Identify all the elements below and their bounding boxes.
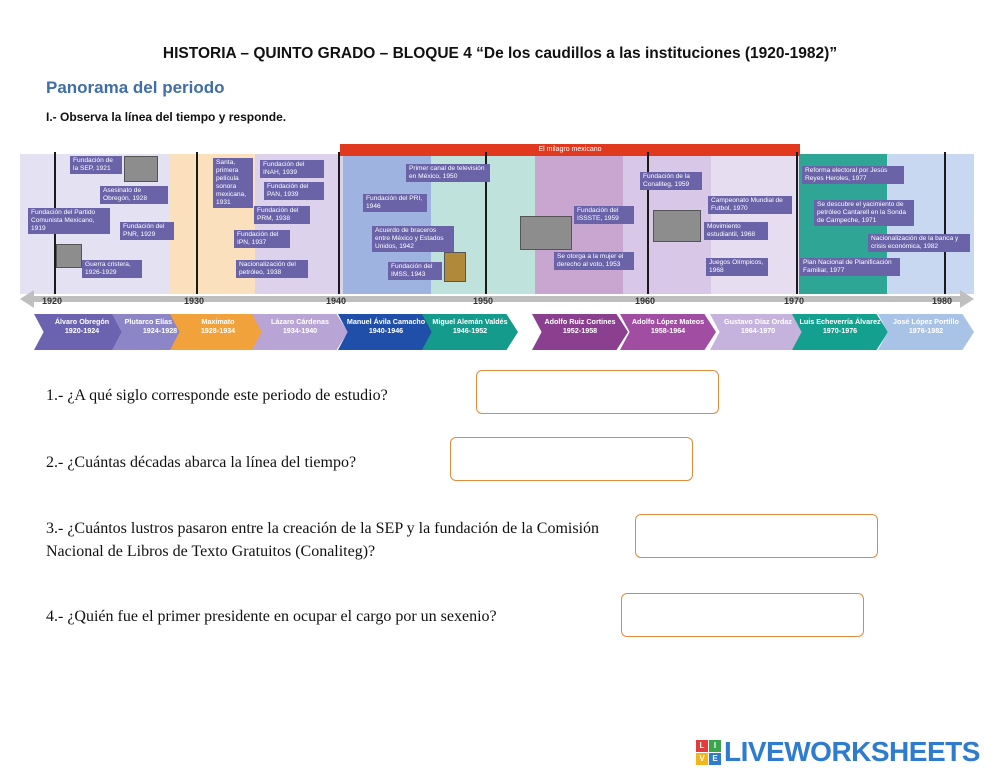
event-pnr: Fundación del PNR, 1929 — [120, 222, 174, 240]
president-years: 1964-1970 — [740, 326, 776, 335]
event-braceros: Acuerdo de braceros entre México y Estad… — [372, 226, 454, 252]
president-years: 1976-1982 — [908, 326, 944, 335]
question-4: 4.- ¿Quién fue el primer presidente en o… — [46, 608, 497, 625]
liveworksheets-logo: L I V E LIVEWORKSHEETS — [696, 736, 980, 768]
president-years: 1958-1964 — [650, 326, 686, 335]
president-name: Adolfo Ruiz Cortines — [544, 317, 616, 326]
event-santa: Santa, primera película sonora mexicana,… — [213, 158, 253, 208]
timeline-image: El milagro mexicano Fundación de la SEP,… — [20, 144, 974, 356]
year-label: 1980 — [932, 296, 953, 306]
answer-input-4[interactable] — [621, 593, 864, 637]
photo-cristera — [56, 244, 82, 268]
event-imss: Fundación del IMSS, 1943 — [388, 262, 442, 280]
president-name: Maximato — [201, 317, 235, 326]
decade-line — [196, 152, 198, 294]
axis-arrow-left-icon — [20, 290, 34, 308]
page-title: HISTORIA – QUINTO GRADO – BLOQUE 4 “De l… — [162, 45, 838, 62]
president-name: Luis Echeverría Álvarez — [799, 317, 881, 326]
answer-input-3[interactable] — [635, 514, 878, 558]
question-2: 2.- ¿Cuántas décadas abarca la línea del… — [46, 454, 357, 471]
event-pan: Fundación del PAN, 1939 — [264, 182, 324, 200]
question-3: 3.- ¿Cuántos lustros pasaron entre la cr… — [46, 520, 600, 560]
photo-sep — [124, 156, 158, 182]
logo-grid-icon: L I V E — [696, 739, 721, 765]
president-name: Álvaro Obregón — [54, 317, 110, 326]
year-label: 1940 — [326, 296, 347, 306]
year-label: 1970 — [784, 296, 805, 306]
event-estudiantil: Movimiento estudiantil, 1968 — [704, 222, 768, 240]
president-name: Gustavo Díaz Ordaz — [724, 317, 792, 326]
logo-letter: E — [709, 752, 721, 765]
event-prm: Fundación del PRM, 1938 — [254, 206, 310, 224]
event-voto: Se otorga a la mujer el derecho al voto,… — [554, 252, 634, 270]
year-label: 1950 — [473, 296, 494, 306]
president-years: 1946-1952 — [452, 326, 488, 335]
president-name: Manuel Ávila Camacho — [346, 317, 426, 326]
decade-line — [647, 152, 649, 294]
event-sep: Fundación de la SEP, 1921 — [70, 156, 122, 174]
milagro-mexicano-banner: El milagro mexicano — [340, 144, 800, 156]
timeline-axis — [30, 296, 970, 302]
photo-angel — [444, 252, 466, 282]
event-planificacion: Plan Nacional de Planificación Familiar,… — [800, 258, 900, 276]
president-name: Plutarco Elías Calles — [124, 317, 196, 326]
photo-voto — [520, 216, 572, 250]
event-inah: Fundación del INAH, 1939 — [260, 160, 324, 178]
logo-text: LIVEWORKSHEETS — [724, 736, 980, 767]
president-years: 1920-1924 — [64, 326, 100, 335]
logo-letter: V — [696, 752, 708, 765]
president-years: 1924-1928 — [142, 326, 178, 335]
year-label: 1930 — [184, 296, 205, 306]
year-label: 1920 — [42, 296, 63, 306]
president-years: 1970-1976 — [822, 326, 858, 335]
answer-input-2[interactable] — [450, 437, 693, 481]
president-years: 1952-1958 — [562, 326, 598, 335]
president-name: José López Portillo — [893, 317, 959, 326]
logo-letter: I — [709, 739, 721, 752]
president-years: 1934-1940 — [282, 326, 318, 335]
event-issste: Fundación del ISSSTE, 1959 — [574, 206, 634, 224]
question-1: 1.- ¿A qué siglo corresponde este period… — [46, 387, 388, 404]
axis-arrow-right-icon — [960, 290, 974, 308]
president-name: Miguel Alemán Valdés — [432, 317, 508, 326]
event-olimpicos: Juegos Olímpicos, 1968 — [706, 258, 768, 276]
decade-line — [485, 152, 487, 294]
president-years: 1928-1934 — [200, 326, 236, 335]
event-television: Primer canal de televisión en México, 19… — [406, 164, 490, 182]
event-conaliteg: Fundación de la Conaliteg, 1959 — [640, 172, 702, 190]
event-reforma: Reforma electoral por Jesús Reyes Herole… — [802, 166, 904, 184]
year-label: 1960 — [635, 296, 656, 306]
event-cristera: Guerra cristera, 1926-1929 — [82, 260, 142, 278]
decade-line — [796, 152, 798, 294]
event-mundial: Campeonato Mundial de Futbol, 1970 — [708, 196, 792, 214]
photo-conaliteg — [653, 210, 701, 242]
section-subtitle: Panorama del periodo — [46, 78, 225, 97]
president-name: Adolfo López Mateos — [631, 317, 705, 326]
president-name: Lázaro Cárdenas — [271, 317, 329, 326]
event-obregon: Asesinato de Obregón, 1928 — [100, 186, 168, 204]
event-ipn: Fundación del IPN, 1937 — [234, 230, 290, 248]
event-pri: Fundación del PRI, 1946 — [363, 194, 427, 212]
event-pcm: Fundación del Partido Comunista Mexicano… — [28, 208, 110, 234]
event-banca: Nacionalización de la banca y crisis eco… — [868, 234, 970, 252]
logo-letter: L — [696, 739, 708, 752]
event-petroleo: Nacionalización del petróleo, 1938 — [236, 260, 308, 278]
answer-input-1[interactable] — [476, 370, 719, 414]
instruction-text: I.- Observa la línea del tiempo y respon… — [46, 110, 287, 124]
event-cantarell: Se descubre el yacimiento de petróleo Ca… — [814, 200, 914, 226]
decade-line — [944, 152, 946, 294]
president-years: 1940-1946 — [368, 326, 404, 335]
decade-line — [338, 152, 340, 294]
